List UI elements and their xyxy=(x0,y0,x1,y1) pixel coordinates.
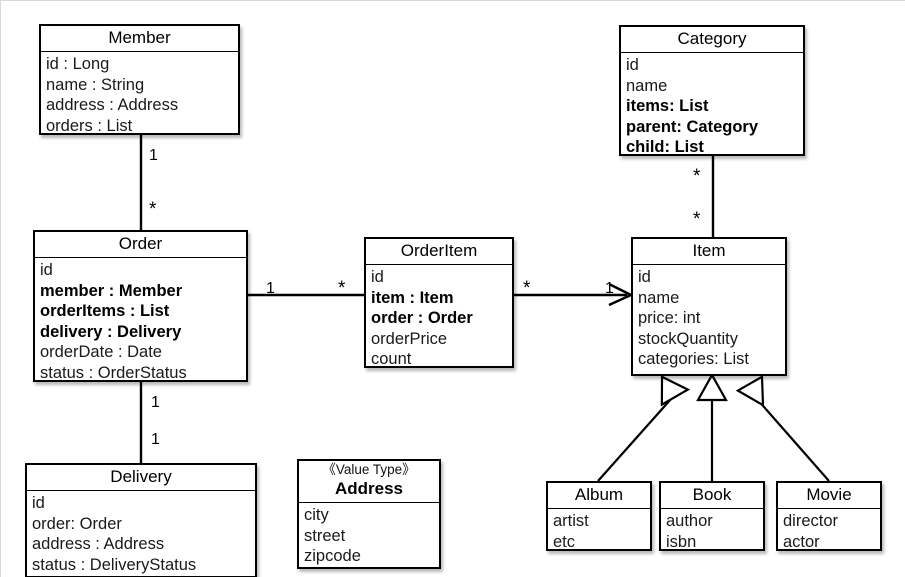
class-attribute: author xyxy=(666,512,713,530)
class-attributes-album: artist etc xyxy=(548,509,650,554)
class-attribute: orderItems : List xyxy=(40,302,170,320)
class-attribute: member : Member xyxy=(40,281,183,300)
class-box-item[interactable]: Item id name price: int stockQuantity categor… xyxy=(631,237,787,376)
class-attribute: name xyxy=(638,288,680,307)
class-attribute: order: Order xyxy=(32,514,122,533)
multiplicity-member-order-one: 1 xyxy=(149,147,158,164)
class-attribute: items: List xyxy=(626,97,709,115)
class-attribute: isbn xyxy=(666,532,697,551)
class-name-delivery: Delivery xyxy=(110,467,172,486)
class-attributes-address: city street zipcode xyxy=(299,503,439,569)
class-attributes-delivery: id order: Order address : Address status : … xyxy=(27,491,255,577)
class-attribute: id xyxy=(626,56,639,74)
class-attribute: etc xyxy=(553,532,576,551)
class-attributes-book: author isbn xyxy=(661,509,763,554)
class-attributes-orderitem: id item : Item order : Order orderPrice coun… xyxy=(366,265,512,372)
class-attribute: name xyxy=(626,76,668,95)
class-name-item: Item xyxy=(692,241,726,260)
class-name-orderitem: OrderItem xyxy=(400,241,478,260)
class-attribute: zipcode xyxy=(304,547,361,565)
class-name-album: Album xyxy=(574,485,624,504)
class-attribute: stockQuantity xyxy=(638,329,738,348)
class-attribute: child: List xyxy=(626,138,704,156)
class-header-delivery: Delivery xyxy=(27,465,255,491)
class-attribute: orderDate : Date xyxy=(40,343,162,361)
class-header-book: Book xyxy=(661,483,763,509)
class-name-category: Category xyxy=(677,29,747,48)
class-attribute: address : Address xyxy=(32,535,165,553)
class-header-member: Member xyxy=(41,26,238,52)
class-attribute: director xyxy=(783,512,839,530)
class-attribute: parent: Category xyxy=(626,117,759,136)
class-name-address: Address xyxy=(334,479,404,498)
class-box-category[interactable]: Category id name items: List parent: Categor… xyxy=(619,25,805,156)
class-box-address[interactable]: 《Value Type》 Address city street zipcode xyxy=(297,459,441,569)
class-header-item: Item xyxy=(633,239,785,265)
class-attribute: price: int xyxy=(638,309,701,327)
class-attribute: id xyxy=(40,261,53,279)
class-box-album[interactable]: Album artist etc xyxy=(546,481,652,551)
class-header-category: Category xyxy=(621,27,803,53)
class-attribute: street xyxy=(304,526,346,545)
class-box-member[interactable]: Member id : Long name : String address : Ad… xyxy=(39,24,240,135)
class-attribute: id xyxy=(32,494,45,512)
class-attributes-order: id member : Member orderItems : List delive… xyxy=(35,258,246,385)
class-attributes-item: id name price: int stockQuantity categories:… xyxy=(633,265,785,372)
edge-album-item xyxy=(597,398,672,482)
class-name-member: Member xyxy=(108,28,171,47)
class-attribute: orders : List xyxy=(46,116,133,135)
class-header-order: Order xyxy=(35,232,246,258)
class-header-orderitem: OrderItem xyxy=(366,239,512,265)
class-name-order: Order xyxy=(118,234,163,253)
class-name-book: Book xyxy=(692,485,732,504)
class-attribute: order : Order xyxy=(371,309,473,327)
class-header-album: Album xyxy=(548,483,650,509)
class-header-address: 《Value Type》 Address xyxy=(299,461,439,503)
class-attributes-movie: director actor xyxy=(778,509,880,554)
class-attribute: status : DeliveryStatus xyxy=(32,555,197,574)
class-attribute: address : Address xyxy=(46,96,179,114)
class-attribute: id : Long xyxy=(46,55,110,73)
class-attribute: orderPrice xyxy=(371,329,448,348)
class-attribute: name : String xyxy=(46,75,145,94)
multiplicity-category-item-many-bottom: * xyxy=(693,209,701,230)
class-name-movie: Movie xyxy=(806,485,852,504)
class-attribute: delivery : Delivery xyxy=(40,322,182,341)
multiplicity-orderitem-item-one: 1 xyxy=(605,280,614,297)
class-attribute: artist xyxy=(553,512,589,530)
multiplicity-member-order-many: * xyxy=(149,199,157,220)
class-attribute: actor xyxy=(783,532,820,551)
multiplicity-category-item-many-top: * xyxy=(693,166,701,187)
multiplicity-order-delivery-one-bottom: 1 xyxy=(151,431,160,448)
class-box-movie[interactable]: Movie director actor xyxy=(776,481,882,551)
multiplicity-order-delivery-one-top: 1 xyxy=(151,394,160,411)
class-attribute: count xyxy=(371,350,412,368)
class-box-orderitem[interactable]: OrderItem id item : Item order : Order order… xyxy=(364,237,514,368)
class-box-order[interactable]: Order id member : Member orderItems : List d… xyxy=(33,230,248,382)
class-box-book[interactable]: Book author isbn xyxy=(659,481,765,551)
class-attribute: categories: List xyxy=(638,350,749,368)
class-attribute: id xyxy=(371,268,384,286)
class-attribute: status : OrderStatus xyxy=(40,363,187,382)
multiplicity-order-orderitem-one: 1 xyxy=(266,280,275,297)
multiplicity-orderitem-item-many: * xyxy=(523,278,531,299)
class-attributes-member: id : Long name : String address : Address o… xyxy=(41,52,238,138)
class-attributes-category: id name items: List parent: Category child: … xyxy=(621,53,803,160)
class-stereotype-address: 《Value Type》 xyxy=(322,462,416,477)
class-box-delivery[interactable]: Delivery id order: Order address : Address s… xyxy=(25,463,257,577)
class-attribute: id xyxy=(638,268,651,286)
class-header-movie: Movie xyxy=(778,483,880,509)
class-attribute: item : Item xyxy=(371,288,454,307)
multiplicity-order-orderitem-many: * xyxy=(338,278,346,299)
class-attribute: city xyxy=(304,506,329,524)
edge-movie-item xyxy=(756,398,830,482)
generalization-arrow-book xyxy=(696,372,728,402)
